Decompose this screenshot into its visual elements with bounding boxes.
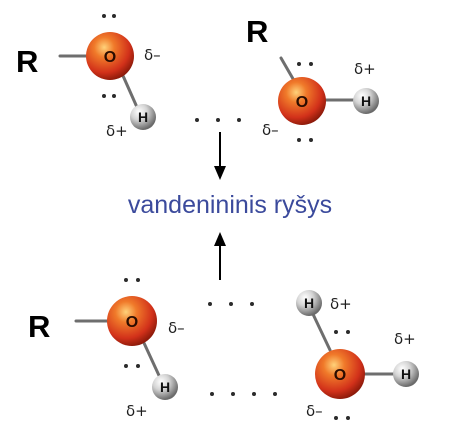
hydrogen-bond-caption: vandenininis ryšys: [128, 191, 332, 219]
oxygen-symbol: O: [334, 367, 346, 384]
r-group-label: R: [246, 14, 268, 49]
partial-positive-charge: δ+: [126, 402, 148, 420]
partial-negative-charge: δ–: [168, 319, 185, 337]
hydrogen-symbol: H: [160, 379, 170, 395]
molecule-bottom-right: H O H δ+ δ+ δ–: [296, 290, 419, 420]
lone-pair-dots: [124, 278, 140, 368]
r-group-label: R: [28, 309, 50, 344]
partial-positive-charge-upper: δ+: [330, 295, 352, 313]
hydrogen-atom-upper: [296, 290, 322, 316]
partial-negative-charge: δ–: [262, 121, 279, 139]
molecule-bottom-left: R O H δ– δ+: [28, 278, 185, 420]
hydrogen-atom: [353, 88, 379, 114]
molecule-top-right: R O H δ– δ+: [246, 14, 379, 142]
oh-bond-upper: [310, 310, 332, 352]
hydrogen-atom: [152, 374, 178, 400]
oxygen-atom: [315, 349, 365, 399]
partial-positive-charge: δ+: [354, 60, 376, 78]
hydrogen-symbol: H: [304, 295, 314, 311]
oxygen-atom: [278, 77, 326, 125]
molecule-top-left: R O H δ– δ+: [16, 14, 161, 140]
hydrogen-atom-right: [393, 361, 419, 387]
hydrogen-bond-dots-bottom-upper: [208, 302, 254, 306]
lone-pair-dots: [334, 330, 350, 420]
hydrogen-symbol: H: [361, 93, 371, 109]
hydrogen-bond-dots-bottom-lower: [210, 392, 277, 396]
partial-negative-charge: δ–: [306, 402, 323, 420]
r-group-label: R: [16, 44, 38, 79]
arrow-up: [214, 232, 226, 280]
lone-pair-dots: [297, 62, 313, 142]
oxygen-symbol: O: [296, 94, 308, 111]
oxygen-atom: [86, 32, 134, 80]
partial-positive-charge-right: δ+: [394, 330, 416, 348]
hydrogen-symbol: H: [401, 366, 411, 382]
hydrogen-atom: [130, 104, 156, 130]
oxygen-symbol: O: [126, 314, 138, 331]
lone-pair-dots: [102, 14, 116, 98]
partial-negative-charge: δ–: [144, 46, 161, 64]
arrow-down: [214, 132, 226, 180]
partial-positive-charge: δ+: [106, 122, 128, 140]
hydrogen-bond-dots-top: [195, 118, 241, 122]
oxygen-symbol: O: [104, 49, 116, 66]
oxygen-atom: [107, 296, 157, 346]
hydrogen-symbol: H: [138, 109, 148, 125]
